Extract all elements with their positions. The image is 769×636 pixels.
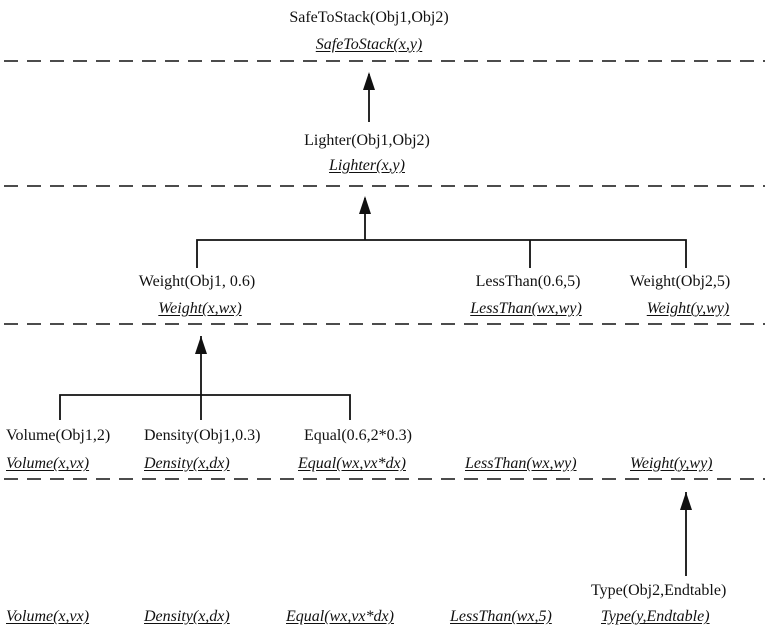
type-fact: Type(Obj2,Endtable) (591, 582, 727, 599)
lessthan-fact: LessThan(0.6,5) (475, 273, 581, 290)
density-goal-l4: Density(x,dx) (144, 455, 230, 472)
bracket-level4 (59, 394, 351, 420)
arrowhead-4 (680, 492, 692, 510)
lessthan-goal: LessThan(wx,wy) (470, 300, 582, 317)
density-goal-l5: Density(x,dx) (144, 608, 230, 625)
equal-goal-l4: Equal(wx,vx*dx) (298, 455, 406, 472)
lessthan-goal-l4: LessThan(wx,wy) (465, 455, 577, 472)
equal-fact: Equal(0.6,2*0.3) (304, 427, 412, 444)
volume-goal-l4: Volume(x,vx) (6, 455, 90, 472)
lighter-fact: Lighter(Obj1,Obj2) (304, 132, 430, 149)
weight2-fact: Weight(Obj2,5) (629, 273, 731, 290)
lessthan-goal-l5: LessThan(wx,5) (450, 608, 552, 625)
density-fact: Density(Obj1,0.3) (144, 427, 261, 444)
weight-goal-l4: Weight(y,wy) (630, 455, 713, 472)
arrowhead-2 (359, 196, 371, 214)
arrowhead-1 (363, 72, 375, 90)
arrowhead-3 (195, 336, 207, 354)
weight1-fact: Weight(Obj1, 0.6) (138, 273, 256, 290)
weight1-goal: Weight(x,wx) (158, 300, 242, 317)
type-goal: Type(y,Endtable) (601, 608, 710, 625)
lighter-goal: Lighter(x,y) (329, 157, 405, 174)
bracket-level3 (196, 239, 687, 268)
equal-goal-l5: Equal(wx,vx*dx) (286, 608, 394, 625)
volume-fact: Volume(Obj1,2) (6, 427, 111, 444)
safetostack-fact: SafeToStack(Obj1,Obj2) (289, 9, 449, 26)
weight2-goal: Weight(y,wy) (646, 300, 730, 317)
volume-goal-l5: Volume(x,vx) (6, 608, 90, 625)
safetostack-goal: SafeToStack(x,y) (315, 36, 423, 53)
